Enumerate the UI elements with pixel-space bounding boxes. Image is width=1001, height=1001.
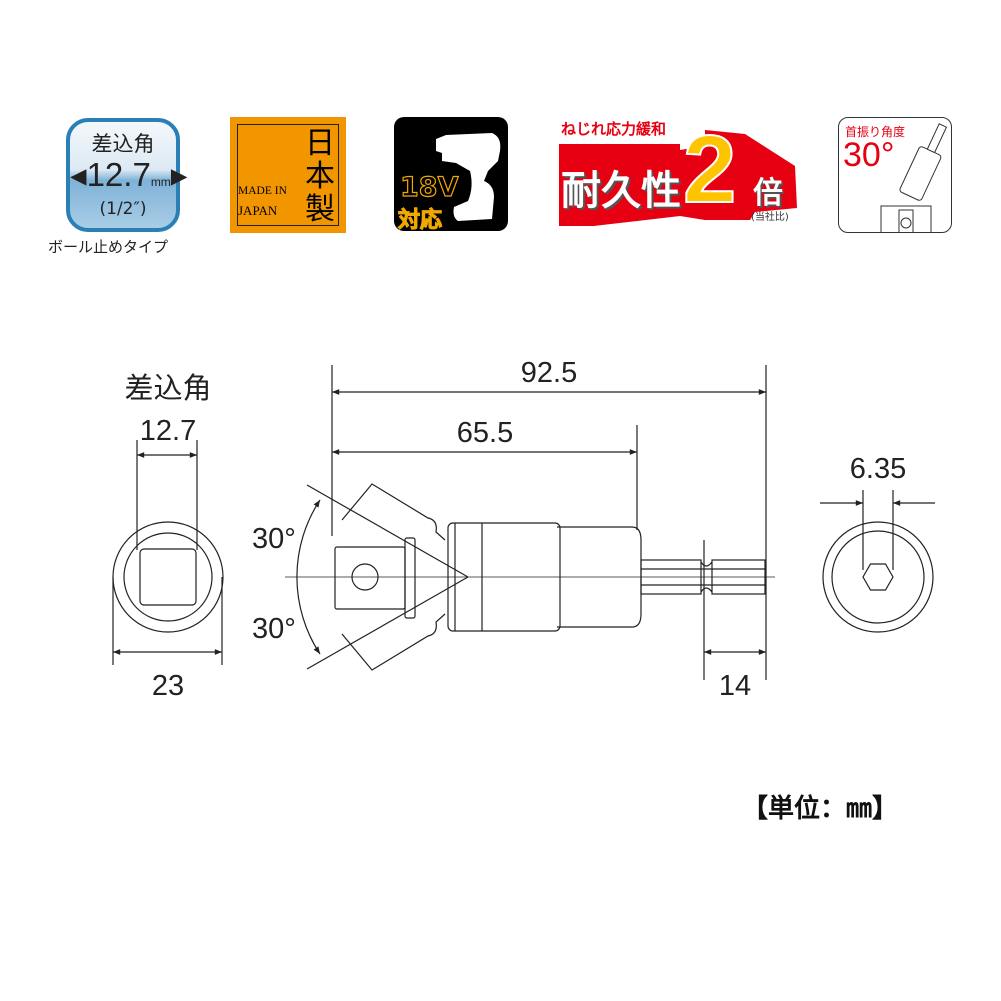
drive-inch: (1/2″)	[99, 199, 147, 219]
kanji-1: 日	[305, 126, 335, 161]
made-in-japan-badge: 日 本 製 MADE IN JAPAN	[230, 117, 346, 233]
durability-subtitle: ねじれ応力緩和	[561, 120, 667, 138]
front-view	[112, 440, 224, 665]
upper-angle-dimension: 30°	[252, 523, 296, 555]
badge-frame	[237, 124, 339, 226]
drive-size-dimension: 12.7	[140, 415, 196, 447]
side-view	[285, 365, 775, 680]
made-in-japan-kanji: 日 本 製	[304, 127, 336, 226]
swing-title: 首振り角度	[845, 125, 906, 139]
compatible-text: 対応	[397, 208, 443, 234]
total-length-dimension: 92.5	[521, 357, 577, 389]
voltage-text: 18V	[399, 171, 459, 203]
swing-angle-badge: 首振り角度 30°	[838, 117, 952, 233]
durability-number: 2	[682, 116, 737, 223]
durability-main: 耐久性	[561, 168, 681, 214]
kanji-3: 製	[305, 192, 335, 227]
socket-length-dimension: 65.5	[457, 417, 513, 449]
durability-note: (当社比)	[751, 212, 789, 223]
japan-text: JAPAN	[238, 203, 278, 218]
kanji-2: 本	[305, 159, 335, 194]
durability-suffix: 倍	[753, 176, 783, 211]
drive-size-value: 12.7	[86, 156, 151, 193]
lower-angle-dimension: 30°	[252, 613, 296, 645]
rear-view	[820, 490, 935, 633]
18v-compatible-badge: 18V 対応	[394, 117, 508, 234]
drive-label: 差込角	[124, 372, 211, 405]
swing-angle: 30°	[843, 136, 895, 174]
impact-driver-icon	[436, 133, 501, 221]
drive-unit: mm	[150, 175, 171, 189]
made-in-text: MADE IN	[238, 185, 287, 197]
hex-size-dimension: 6.35	[850, 453, 906, 485]
outer-diameter-dimension: 23	[152, 670, 184, 702]
durability-badge: ねじれ応力緩和 耐久性 2 倍 (当社比)	[555, 116, 815, 226]
drive-title: 差込角	[91, 132, 155, 156]
ball-lock-caption: ボール止めタイプ	[48, 238, 169, 256]
durability-banner	[559, 130, 797, 226]
unit-note: 【単位：㎜】	[742, 794, 899, 824]
drive-size-badge: 差込角 ◂12.7mm▸ (1/2″)	[66, 118, 187, 232]
shank-length-dimension: 14	[719, 670, 751, 702]
swinging-socket-icon	[880, 123, 948, 232]
